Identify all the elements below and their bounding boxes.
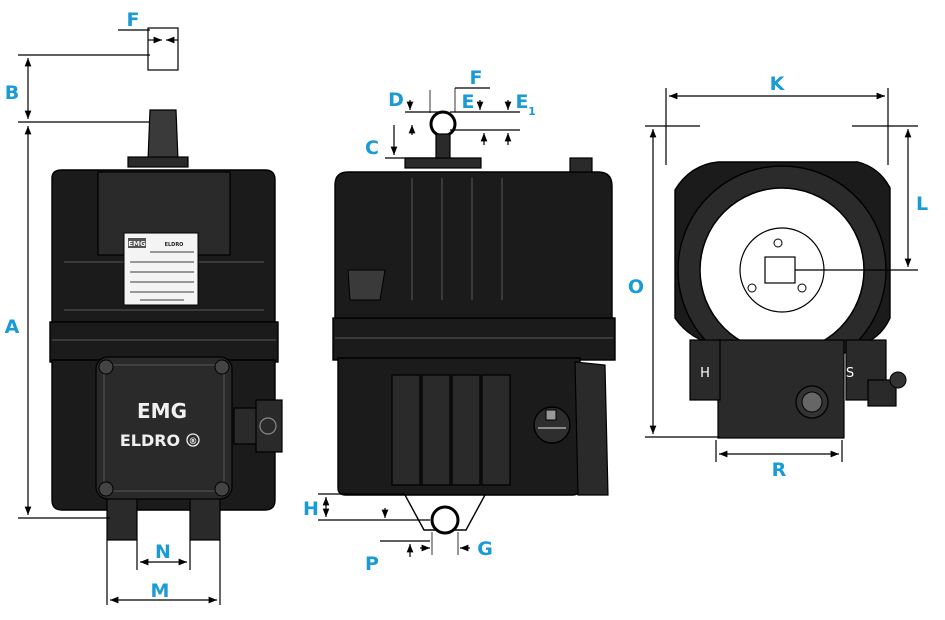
side-view bbox=[332, 110, 616, 535]
cable-gland bbox=[233, 407, 259, 445]
plate-logo: EMG bbox=[128, 240, 146, 248]
top-view: H S bbox=[674, 161, 907, 439]
label-f-mid: F bbox=[470, 67, 483, 89]
front-foot-right bbox=[189, 495, 221, 541]
dimension-labels: F B A N M D F E E 1 C H P G K O L R bbox=[5, 9, 928, 602]
label-a: A bbox=[5, 316, 20, 338]
label-f-left: F bbox=[127, 9, 140, 31]
side-rod bbox=[435, 133, 451, 161]
label-e1-subscript: 1 bbox=[528, 105, 536, 118]
side-flange bbox=[332, 317, 616, 361]
label-l: L bbox=[916, 193, 928, 215]
marker-h: H bbox=[700, 366, 710, 381]
label-e1: E bbox=[516, 91, 529, 113]
registered-mark: ® bbox=[189, 437, 198, 447]
label-m: M bbox=[151, 580, 170, 602]
front-rod bbox=[147, 109, 179, 161]
terminal-box-logo: EMG bbox=[137, 399, 187, 423]
label-k: K bbox=[770, 73, 786, 95]
front-foot-left bbox=[106, 495, 138, 541]
front-flange bbox=[49, 321, 279, 363]
label-n: N bbox=[155, 541, 171, 563]
side-terminal-box bbox=[574, 361, 609, 496]
label-c: C bbox=[365, 137, 379, 159]
label-b: B bbox=[5, 82, 19, 104]
label-p: P bbox=[365, 553, 379, 575]
marker-s: S bbox=[846, 366, 854, 381]
dimension-lines bbox=[18, 29, 918, 605]
label-e: E bbox=[462, 91, 475, 113]
side-window bbox=[533, 406, 571, 444]
label-d: D bbox=[388, 89, 404, 111]
side-housing-top bbox=[334, 171, 613, 321]
plate-model: ELDRO bbox=[165, 242, 184, 248]
label-o: O bbox=[628, 276, 644, 298]
terminal-box bbox=[95, 356, 233, 500]
label-h: H bbox=[303, 498, 319, 520]
front-rod-extended bbox=[147, 27, 179, 71]
front-view: EMG ELDRO EMG ELDRO ® bbox=[49, 27, 283, 541]
front-rod-collar bbox=[127, 156, 189, 168]
label-g: G bbox=[477, 538, 493, 560]
terminal-box-brand: ELDRO bbox=[120, 431, 180, 450]
top-base bbox=[717, 339, 845, 439]
label-r: R bbox=[772, 459, 787, 481]
